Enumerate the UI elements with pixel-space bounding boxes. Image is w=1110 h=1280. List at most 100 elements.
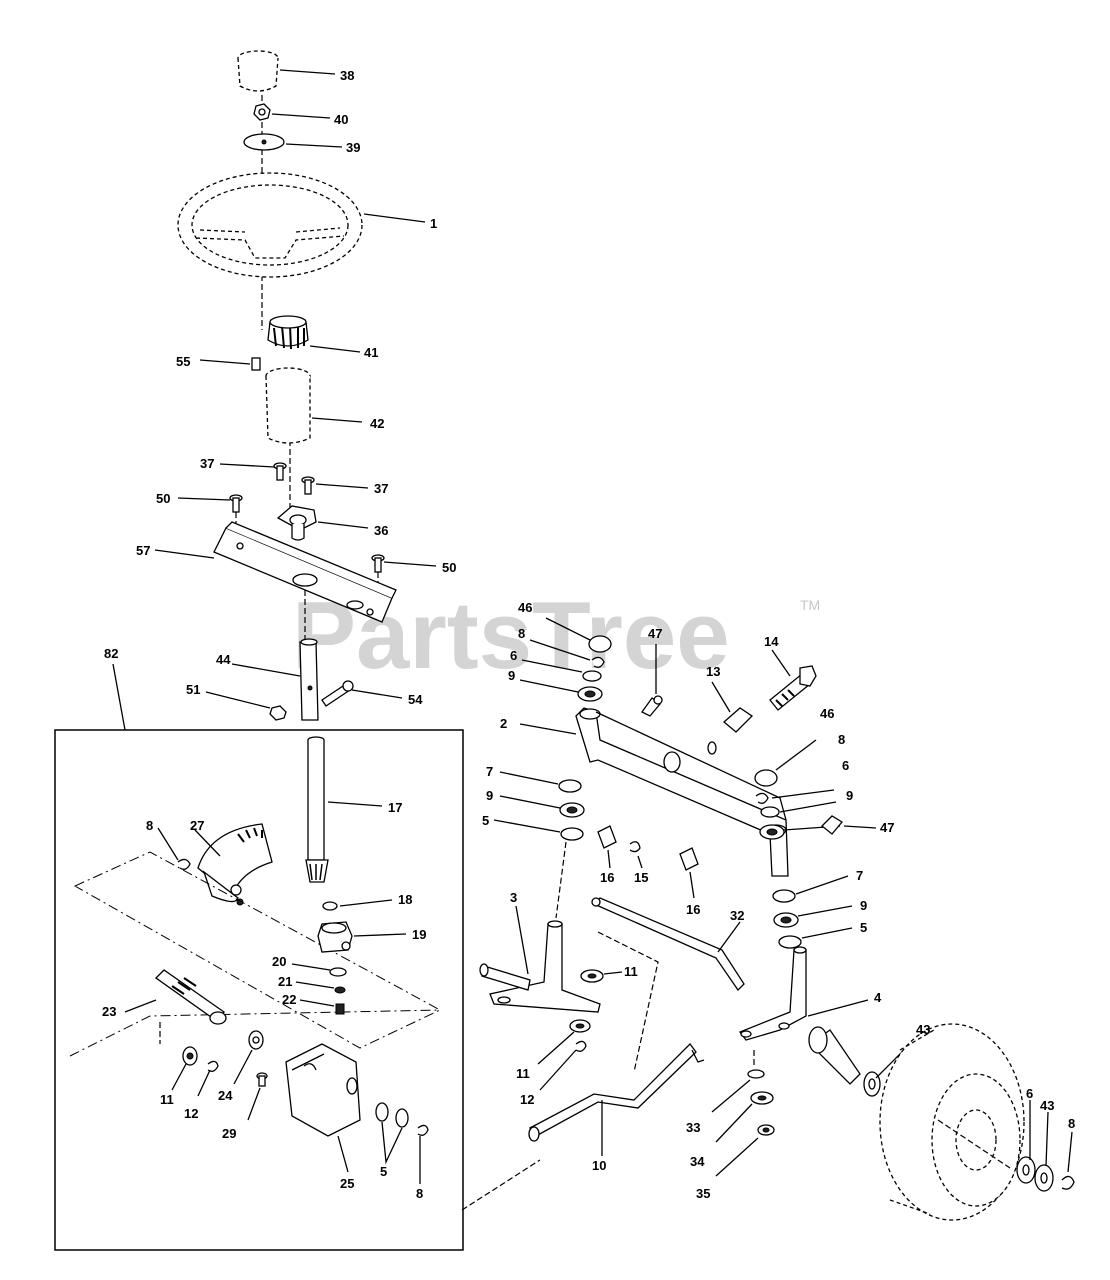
part-34-washer[interactable] (750, 1091, 774, 1105)
callout-50-right: 50 (442, 560, 456, 575)
part-13-spacer[interactable] (722, 707, 754, 733)
callout-32: 32 (730, 908, 744, 923)
part-16-pin-right[interactable] (679, 847, 699, 871)
part-55-pin[interactable] (251, 357, 261, 371)
part-8-clip-inset-top[interactable] (177, 858, 191, 870)
watermark-trademark: TM (800, 597, 820, 613)
part-51-nut[interactable] (269, 705, 287, 721)
part-3-left-spindle[interactable] (479, 920, 601, 1013)
part-16-pin-left[interactable] (597, 825, 617, 849)
part-11-bushing-right[interactable] (580, 969, 604, 983)
part-42-sleeve[interactable] (265, 367, 311, 444)
part-21-nut[interactable] (334, 986, 346, 994)
part-9-bearing-left-bottom[interactable] (559, 802, 585, 818)
callout-9-right-bottom: 9 (860, 898, 867, 913)
part-5-washer-inset[interactable] (375, 1102, 409, 1128)
part-20-washer[interactable] (329, 967, 347, 977)
part-32-tie-rod[interactable] (591, 897, 745, 992)
callout-8-inset-bottom: 8 (416, 1186, 423, 1201)
part-46-cap-right[interactable] (754, 769, 778, 787)
part-27-sector-gear[interactable] (197, 823, 273, 906)
part-9-bearing-right-top[interactable] (759, 824, 785, 840)
part-37-screw-right[interactable] (301, 476, 315, 495)
part-5-washer-right[interactable] (778, 935, 802, 949)
part-8-clip-inset-bottom[interactable] (417, 1124, 429, 1136)
part-9-bearing-right-bottom[interactable] (773, 912, 799, 928)
part-1-steering-wheel[interactable] (177, 172, 363, 278)
callout-12-right: 12 (520, 1092, 534, 1107)
part-23-pinion-shaft[interactable] (154, 969, 227, 1025)
inset-to-drag-link-line (461, 1159, 541, 1211)
part-4-right-spindle[interactable] (738, 946, 807, 1041)
part-wheel-tire[interactable] (879, 1023, 1025, 1221)
callout-24: 24 (218, 1088, 233, 1103)
part-38-cap[interactable] (237, 50, 279, 92)
part-57-bracket[interactable] (213, 521, 397, 623)
part-50-bolt-left[interactable] (229, 494, 243, 513)
part-18-washer[interactable] (322, 901, 338, 911)
callout-6-left: 6 (510, 648, 517, 663)
part-8-clip-outer[interactable] (1061, 1175, 1075, 1190)
callout-15: 15 (634, 870, 648, 885)
part-47-grease-fitting-left[interactable] (641, 695, 663, 717)
part-36-flange[interactable] (276, 505, 317, 541)
part-6-washer-right-top[interactable] (760, 806, 780, 818)
callout-23: 23 (102, 1004, 116, 1019)
part-44-shaft[interactable] (299, 638, 319, 721)
callout-46-left: 46 (518, 600, 532, 615)
callout-4: 4 (874, 990, 882, 1005)
callout-25: 25 (340, 1176, 354, 1191)
part-11-bushing-inset[interactable] (182, 1046, 198, 1066)
part-12-clip-inset[interactable] (207, 1060, 219, 1072)
callout-13: 13 (706, 664, 720, 679)
callout-50-left: 50 (156, 491, 170, 506)
callout-41: 41 (364, 345, 378, 360)
part-8-clip-left-top[interactable] (591, 656, 605, 668)
part-41-hub[interactable] (267, 315, 309, 350)
part-7-washer-left[interactable] (558, 779, 582, 793)
part-33-washer[interactable] (747, 1069, 765, 1079)
part-39-washer[interactable] (243, 133, 285, 151)
part-11-bushing-lower[interactable] (569, 1019, 591, 1033)
part-22-nut[interactable] (335, 1003, 345, 1015)
inset-frame-82 (54, 729, 464, 1251)
drag-link-guide-line (597, 931, 659, 1073)
part-6-washer-left-top[interactable] (582, 670, 602, 682)
part-19-housing[interactable] (317, 921, 353, 953)
callout-8-outer: 8 (1068, 1116, 1075, 1131)
part-10-drag-link[interactable] (528, 1043, 705, 1142)
part-5-washer-left[interactable] (560, 827, 584, 841)
callout-57: 57 (136, 543, 150, 558)
part-7-washer-right[interactable] (772, 889, 796, 903)
part-12-clip-right[interactable] (575, 1040, 587, 1052)
part-axle-stub[interactable] (808, 1026, 861, 1085)
callout-14: 14 (764, 634, 779, 649)
part-29-screw[interactable] (256, 1072, 268, 1087)
part-47-grease-fitting-right[interactable] (821, 815, 843, 835)
part-40-nut[interactable] (253, 103, 271, 121)
part-14-bolt[interactable] (769, 665, 817, 711)
part-50-bolt-right[interactable] (371, 554, 385, 573)
part-9-bearing-left-top[interactable] (577, 686, 603, 702)
part-35-nut[interactable] (757, 1124, 775, 1136)
part-46-cap-left[interactable] (588, 635, 612, 653)
callout-20: 20 (272, 954, 286, 969)
part-54-bolt[interactable] (321, 680, 354, 707)
part-15-clip[interactable] (629, 841, 641, 853)
callout-55: 55 (176, 354, 190, 369)
part-17-steering-shaft[interactable] (305, 736, 329, 883)
part-6-washer-outer[interactable] (1016, 1156, 1036, 1184)
callout-35: 35 (696, 1186, 710, 1201)
callout-9-left-top: 9 (508, 668, 515, 683)
part-8-clip-right-top[interactable] (755, 792, 769, 804)
callout-labels: 38 40 39 1 41 55 42 37 37 50 36 57 50 82… (102, 68, 1075, 1201)
part-43-washer-outer[interactable] (1034, 1164, 1054, 1192)
callout-39: 39 (346, 140, 360, 155)
part-25-plate[interactable] (285, 1043, 361, 1137)
callout-54: 54 (408, 692, 423, 707)
part-24-washer[interactable] (248, 1030, 264, 1050)
callout-7-left: 7 (486, 764, 493, 779)
callout-5-right: 5 (860, 920, 867, 935)
part-37-screw-left[interactable] (273, 462, 287, 481)
